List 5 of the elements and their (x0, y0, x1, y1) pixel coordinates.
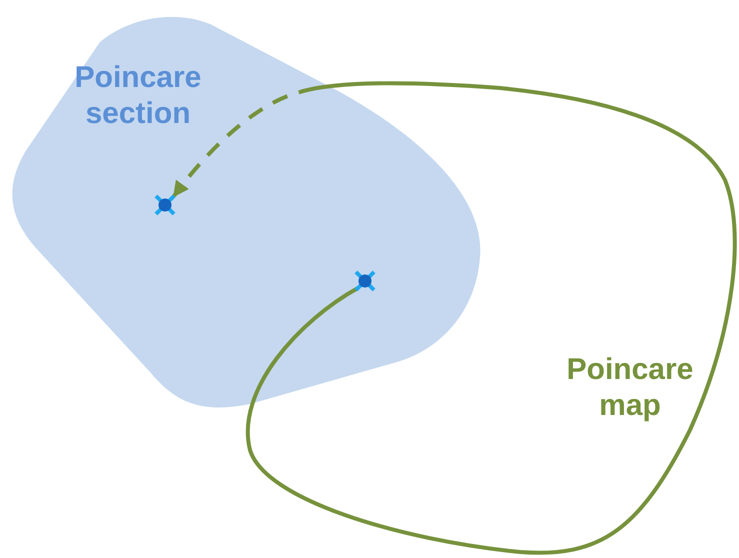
point-marker (353, 269, 377, 293)
map-label: Poincare map (566, 352, 694, 424)
trajectory-arrow (172, 81, 737, 555)
section-title: Poincare section (74, 60, 202, 132)
point-marker (153, 193, 177, 217)
